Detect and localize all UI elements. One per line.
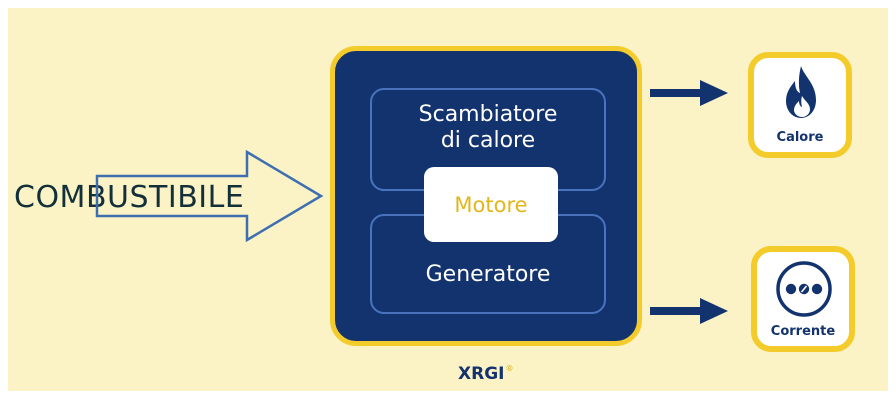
input-arrow: [95, 150, 324, 242]
generator-label: Generatore: [425, 262, 551, 287]
engine-label: Motore: [454, 192, 528, 217]
power-output-card: Corrente: [751, 246, 855, 352]
xrgi-unit: Scambiatore di calore Generatore Motore: [330, 46, 642, 346]
brand-name: XRGI: [458, 364, 505, 384]
engine-box: Motore: [424, 167, 558, 242]
heat-exchanger-box: Scambiatore di calore: [370, 88, 606, 191]
power-socket-icon: [776, 261, 832, 317]
flame-icon: [786, 66, 816, 118]
registered-mark: ®: [505, 364, 514, 373]
heat-exchanger-line-1: Scambiatore: [418, 102, 558, 127]
input-label: COMBUSTIBILE: [14, 180, 245, 215]
heat-output-arrow: [650, 80, 728, 106]
heat-output-label: Calore: [776, 130, 824, 145]
brand-label: XRGI®: [458, 364, 513, 384]
power-output-label: Corrente: [770, 324, 836, 339]
heat-output-card: Calore: [748, 52, 852, 158]
power-output-arrow: [650, 298, 728, 324]
heat-exchanger-line-2: di calore: [440, 128, 536, 153]
heat-exchanger-label: Scambiatore di calore: [372, 102, 604, 154]
